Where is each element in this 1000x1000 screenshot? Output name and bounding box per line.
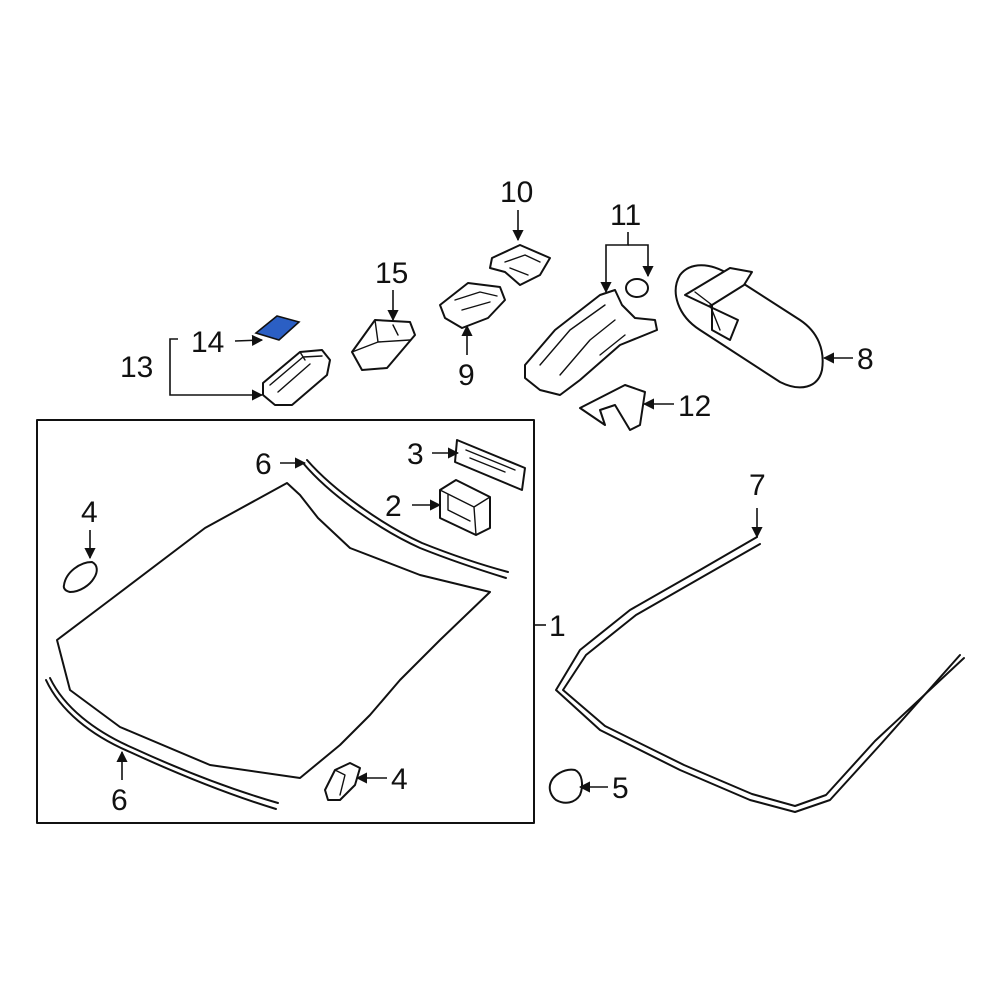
part-11-cap [625,278,649,298]
callout-1: 1 [549,610,566,643]
clip-upper [62,561,98,593]
callout-12: 12 [678,390,711,423]
clip-lower [324,762,361,801]
callout-labels: 10 11 15 14 13 9 8 12 3 2 6 4 6 4 5 1 7 [81,176,874,817]
windshield-glass [56,482,491,779]
callout-8: 8 [857,343,874,376]
callout-13: 13 [120,351,153,384]
part-9-mount [439,282,506,329]
callout-3: 3 [407,438,424,471]
top-molding [302,459,509,579]
callout-5: 5 [612,772,629,805]
callout-9: 9 [458,359,475,392]
part-13-housing [262,349,331,406]
callout-10: 10 [500,176,533,209]
part-15-cover [351,319,416,371]
part-11-housing [524,278,658,396]
part-14-pad [254,315,301,341]
callout-14: 14 [191,326,224,359]
part-3-bracket [454,439,526,491]
leader-lines [84,210,853,793]
side-molding [45,677,279,810]
part-12-bracket [579,384,646,431]
assembly-frame [36,419,535,824]
part-10-bracket [489,244,551,286]
callout-4-upper: 4 [81,496,98,529]
callout-4-lower: 4 [391,763,408,796]
callout-2: 2 [385,490,402,523]
part-2-block [439,479,491,536]
callout-7: 7 [749,469,766,502]
part-8-mirror [674,264,824,389]
callout-15: 15 [375,257,408,290]
gasket [555,536,965,813]
callout-11: 11 [610,199,641,232]
callout-6-top: 6 [255,448,272,481]
part-5-cap [548,768,584,804]
callout-6-bottom: 6 [111,784,128,817]
